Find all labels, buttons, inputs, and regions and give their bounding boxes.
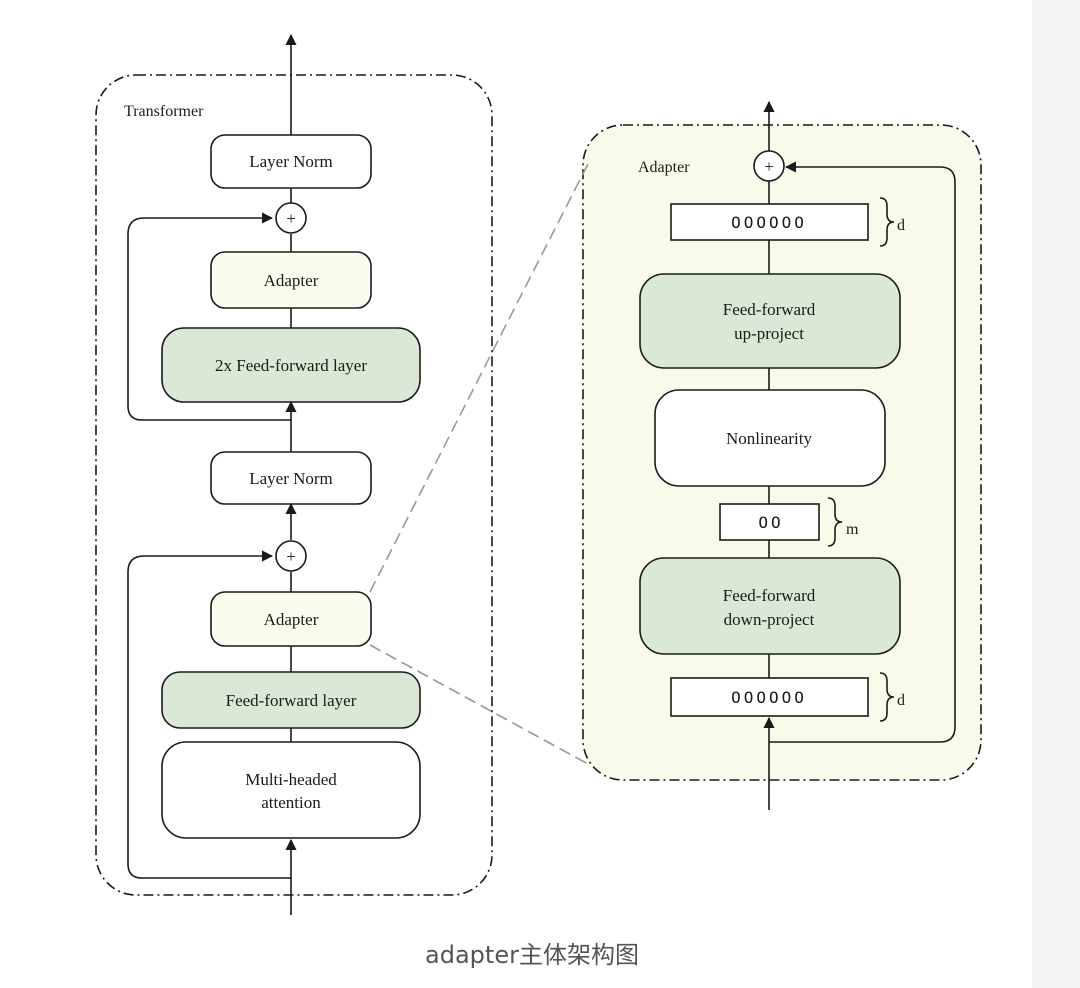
neurons-bottom: OOOOOO [731,688,807,707]
mha-box [161,741,421,839]
ff2x-label: 2x Feed-forward layer [215,356,367,375]
zoom-line-top [369,159,591,593]
neurons-mid-box [719,503,820,541]
transformer-group-border [95,74,493,896]
adapter-detail-label: Adapter [638,159,690,176]
plus-mid-symbol: + [286,547,296,566]
neurons-mid: OO [758,513,783,532]
adapter-plus-circle [753,150,785,182]
nonlinearity-box [654,389,886,487]
adapter-bottom-label: Adapter [264,610,319,629]
plus-top-symbol: + [286,209,296,228]
ff-down-line2: down-project [724,610,815,629]
adapter-top-label: Adapter [264,271,319,290]
neurons-bottom-box [670,677,869,717]
ff-label: Feed-forward layer [226,691,357,710]
ff-box [161,671,421,729]
brace-d-bottom [879,672,895,722]
ff-up-box [639,273,901,369]
neurons-top: OOOOOO [731,213,807,232]
ff2x-box [161,327,421,403]
d-bottom-label: d [897,692,905,709]
plus-mid-circle [275,540,307,572]
residual-path-top [127,212,291,421]
adapter-plus-symbol: + [764,157,774,176]
adapter-bottom-box [210,591,372,647]
adapter-skip-path [769,161,956,743]
ff-up-line1: Feed-forward [723,300,816,319]
layer-norm-mid-box [210,451,372,505]
layer-norm-mid-label: Layer Norm [249,469,333,488]
mha-label-line2: attention [261,793,321,812]
ff-down-box [639,557,901,655]
ff-down-line1: Feed-forward [723,586,816,605]
nonlinearity-label: Nonlinearity [726,429,812,448]
layer-norm-top-box [210,134,372,189]
zoom-line-bottom [369,644,589,765]
ff-up-line2: up-project [734,324,804,343]
plus-top-circle [275,202,307,234]
mha-label-line1: Multi-headed [245,770,337,789]
d-top-label: d [897,217,905,234]
brace-d-top [879,197,895,247]
brace-m [827,497,843,547]
adapter-top-box [210,251,372,309]
adapter-architecture-diagram: Transformer Layer Norm + Adapter 2x Feed… [95,33,982,915]
right-edge-strip [1032,0,1080,988]
transformer-label: Transformer [124,103,204,120]
m-label: m [846,521,859,538]
residual-path-bottom [127,550,291,879]
figure-caption: adapter主体架构图 [425,941,639,969]
layer-norm-top-label: Layer Norm [249,152,333,171]
neurons-top-box [670,203,869,241]
